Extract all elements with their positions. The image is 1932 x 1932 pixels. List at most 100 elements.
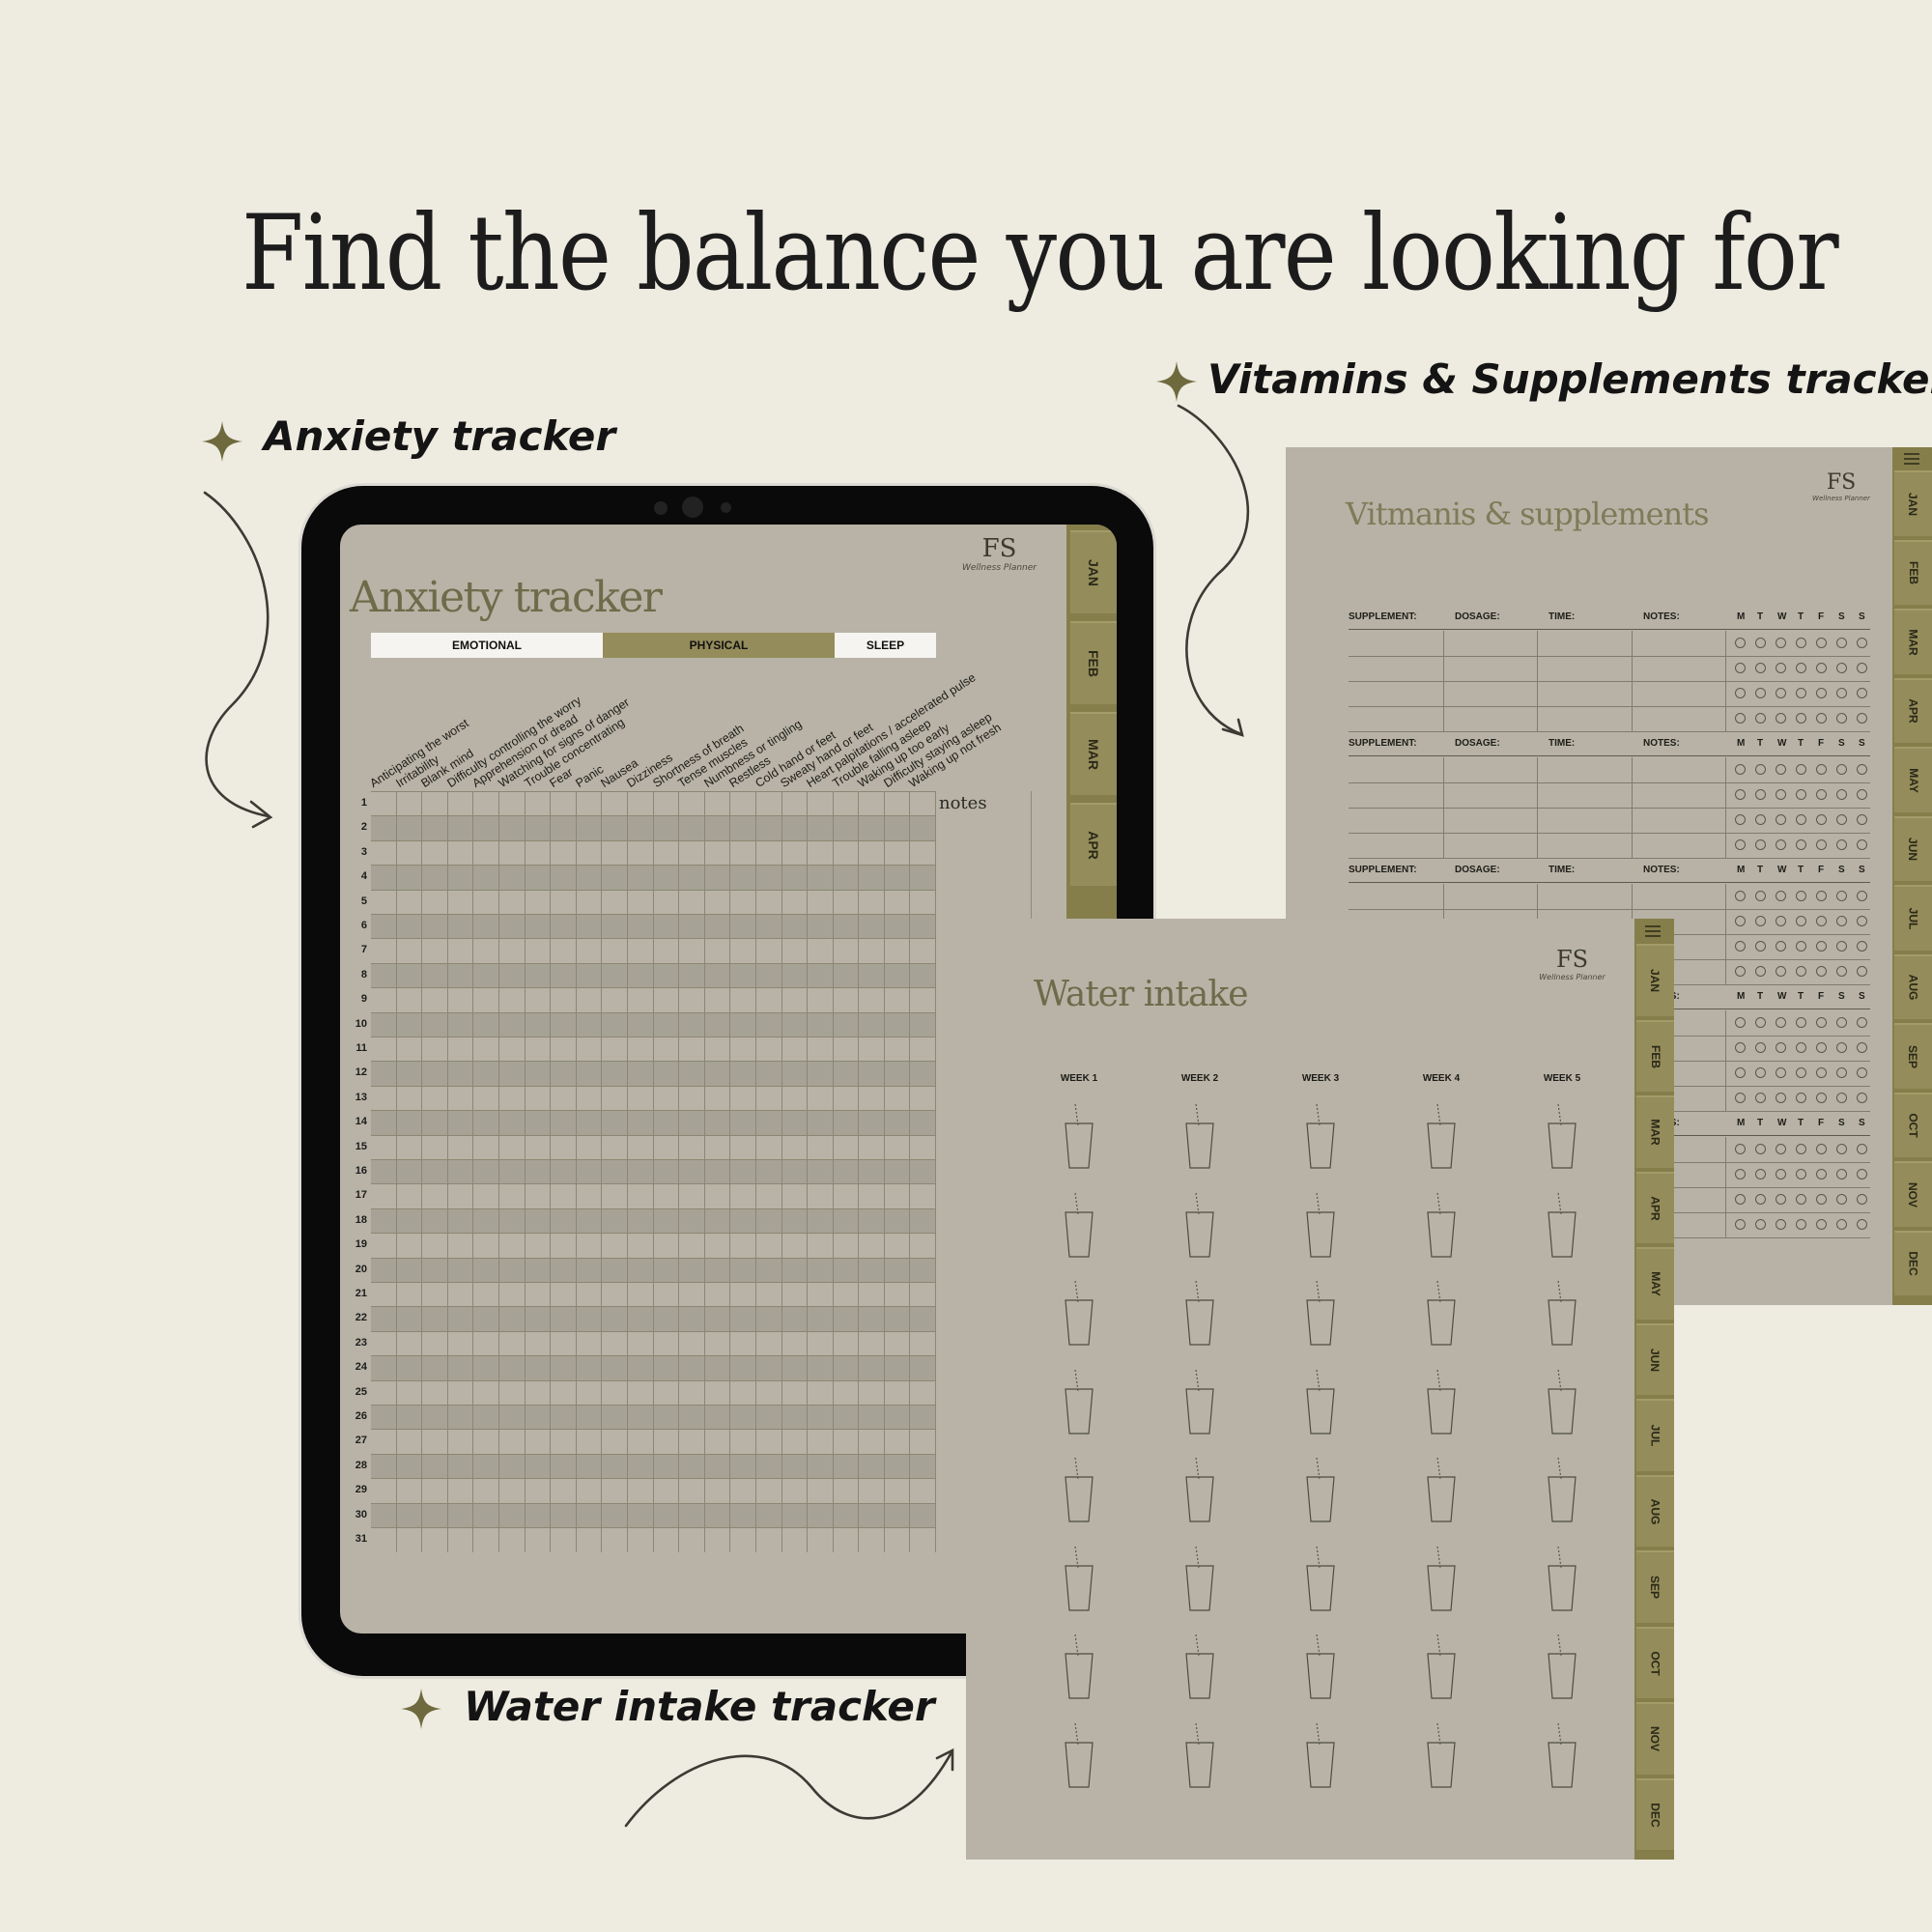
symptom-cell[interactable]	[448, 963, 474, 988]
symptom-cell[interactable]	[397, 915, 423, 939]
symptom-cell[interactable]	[654, 1135, 680, 1160]
symptom-cell[interactable]	[679, 939, 705, 964]
symptom-cell[interactable]	[577, 1283, 603, 1307]
symptom-cell[interactable]	[473, 1111, 499, 1136]
symptom-cell[interactable]	[910, 988, 937, 1013]
symptom-cell[interactable]	[397, 890, 423, 915]
symptom-cell[interactable]	[756, 1503, 782, 1528]
symptom-cell[interactable]	[834, 963, 860, 988]
symptom-cell[interactable]	[756, 915, 782, 939]
symptom-cell[interactable]	[422, 1184, 448, 1209]
symptom-cell[interactable]	[705, 1234, 731, 1259]
symptom-cell[interactable]	[371, 1111, 397, 1136]
day-checkbox[interactable]	[1755, 1042, 1766, 1053]
day-checkbox[interactable]	[1735, 1017, 1746, 1028]
symptom-cell[interactable]	[859, 1160, 885, 1184]
symptom-cell[interactable]	[756, 1258, 782, 1283]
symptom-cell[interactable]	[859, 1430, 885, 1455]
symptom-cell[interactable]	[756, 1430, 782, 1455]
symptom-cell[interactable]	[526, 1454, 552, 1479]
day-checkbox[interactable]	[1776, 1093, 1786, 1103]
symptom-cell[interactable]	[577, 1135, 603, 1160]
symptom-cell[interactable]	[782, 1307, 809, 1332]
symptom-cell[interactable]	[885, 1012, 911, 1037]
day-checkbox[interactable]	[1816, 1169, 1827, 1179]
day-checkbox[interactable]	[1776, 1067, 1786, 1078]
day-checkbox[interactable]	[1755, 663, 1766, 673]
symptom-cell[interactable]	[526, 1406, 552, 1430]
symptom-cell[interactable]	[526, 1184, 552, 1209]
symptom-cell[interactable]	[551, 1234, 577, 1259]
symptom-cell[interactable]	[397, 1135, 423, 1160]
symptom-cell[interactable]	[679, 963, 705, 988]
symptom-cell[interactable]	[859, 1234, 885, 1259]
symptom-cell[interactable]	[577, 1258, 603, 1283]
symptom-cell[interactable]	[551, 1258, 577, 1283]
day-checkbox[interactable]	[1836, 688, 1847, 698]
symptom-cell[interactable]	[859, 988, 885, 1013]
symptom-cell[interactable]	[885, 816, 911, 841]
symptom-cell[interactable]	[448, 1430, 474, 1455]
symptom-cell[interactable]	[808, 1184, 834, 1209]
symptom-cell[interactable]	[705, 840, 731, 866]
water-cup-icon[interactable]	[1304, 1721, 1337, 1789]
symptom-cell[interactable]	[679, 1454, 705, 1479]
day-checkbox[interactable]	[1857, 966, 1867, 977]
symptom-cell[interactable]	[577, 816, 603, 841]
symptom-cell[interactable]	[577, 1307, 603, 1332]
symptom-cell[interactable]	[756, 988, 782, 1013]
day-checkbox[interactable]	[1857, 1017, 1867, 1028]
month-tab-mar[interactable]: MAR	[1894, 609, 1932, 674]
symptom-cell[interactable]	[397, 1234, 423, 1259]
symptom-cell[interactable]	[577, 1430, 603, 1455]
symptom-cell[interactable]	[473, 1454, 499, 1479]
symptom-cell[interactable]	[602, 1184, 628, 1209]
symptom-cell[interactable]	[526, 988, 552, 1013]
day-checkbox[interactable]	[1857, 1169, 1867, 1179]
supplement-row[interactable]	[1349, 656, 1870, 682]
water-cup-icon[interactable]	[1546, 1102, 1578, 1170]
day-checkbox[interactable]	[1755, 1067, 1766, 1078]
symptom-cell[interactable]	[371, 1454, 397, 1479]
symptom-cell[interactable]	[628, 816, 654, 841]
symptom-cell[interactable]	[473, 1503, 499, 1528]
symptom-cell[interactable]	[730, 1356, 756, 1381]
water-cup-icon[interactable]	[1425, 1633, 1458, 1700]
symptom-cell[interactable]	[885, 1528, 911, 1552]
symptom-cell[interactable]	[602, 1062, 628, 1087]
symptom-cell[interactable]	[397, 1430, 423, 1455]
symptom-cell[interactable]	[730, 1454, 756, 1479]
symptom-cell[interactable]	[397, 866, 423, 891]
symptom-cell[interactable]	[756, 1208, 782, 1234]
day-checkbox[interactable]	[1796, 1093, 1806, 1103]
symptom-cell[interactable]	[422, 1258, 448, 1283]
symptom-cell[interactable]	[448, 1012, 474, 1037]
water-cup-icon[interactable]	[1183, 1456, 1216, 1523]
tab-emotional[interactable]: EMOTIONAL	[371, 633, 603, 658]
symptom-cell[interactable]	[834, 1406, 860, 1430]
symptom-cell[interactable]	[834, 1160, 860, 1184]
symptom-cell[interactable]	[782, 1528, 809, 1552]
day-checkbox[interactable]	[1735, 789, 1746, 800]
supplement-row[interactable]	[1349, 808, 1870, 834]
symptom-cell[interactable]	[526, 1380, 552, 1406]
symptom-cell[interactable]	[499, 1258, 526, 1283]
symptom-cell[interactable]	[499, 1380, 526, 1406]
symptom-cell[interactable]	[808, 963, 834, 988]
symptom-cell[interactable]	[422, 915, 448, 939]
symptom-cell[interactable]	[910, 1234, 937, 1259]
symptom-cell[interactable]	[730, 1380, 756, 1406]
symptom-cell[interactable]	[551, 1283, 577, 1307]
day-checkbox[interactable]	[1836, 638, 1847, 648]
symptom-cell[interactable]	[808, 939, 834, 964]
symptom-cell[interactable]	[782, 890, 809, 915]
month-tab-oct[interactable]: OCT	[1636, 1626, 1674, 1698]
symptom-cell[interactable]	[499, 1331, 526, 1356]
symptom-cell[interactable]	[756, 1283, 782, 1307]
symptom-cell[interactable]	[577, 1454, 603, 1479]
day-checkbox[interactable]	[1735, 1169, 1746, 1179]
symptom-cell[interactable]	[834, 890, 860, 915]
symptom-cell[interactable]	[499, 1406, 526, 1430]
symptom-cell[interactable]	[526, 915, 552, 939]
symptom-cell[interactable]	[782, 915, 809, 939]
